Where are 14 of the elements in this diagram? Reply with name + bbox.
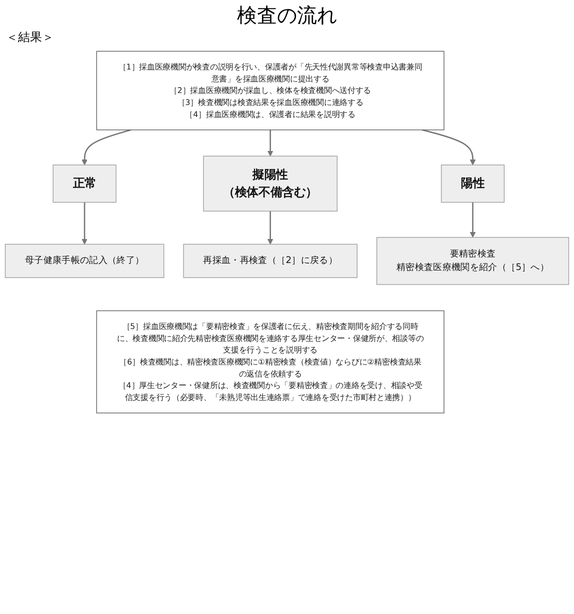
node-box: 擬陽性 （検体不備含む）: [203, 156, 338, 212]
node-box: 陽性: [440, 164, 505, 203]
arrow: [422, 129, 476, 166]
section-label: ＜結果＞: [6, 30, 54, 44]
arrow: [267, 211, 274, 244]
node-box: 正常: [52, 164, 116, 203]
arrow: [82, 129, 132, 166]
arrow: [470, 202, 476, 238]
arrow: [267, 130, 274, 156]
node-box: 要精密検査 精密検査医療機関を紹介（［5］へ）: [376, 237, 570, 285]
diagram-title: 検査の流れ: [236, 2, 338, 29]
node-box: 再採血・再検査（［2］に戻る）: [183, 244, 358, 278]
arrow: [82, 202, 88, 244]
node-box: 母子健康手帳の記入（終了）: [4, 244, 164, 278]
